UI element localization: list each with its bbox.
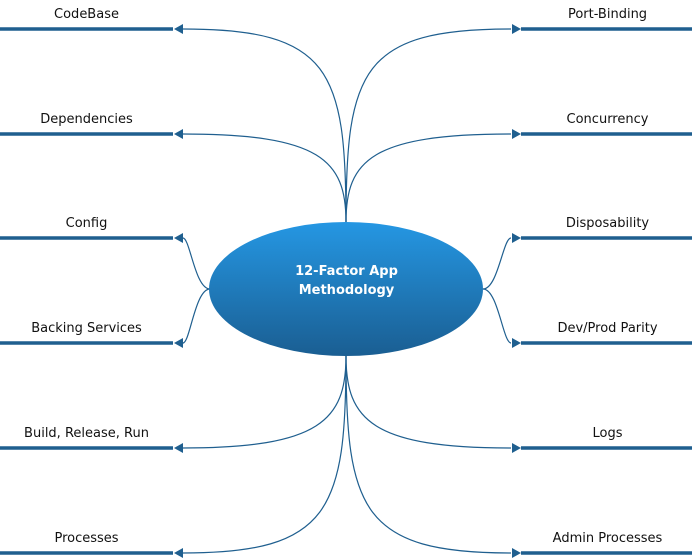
connector-curve bbox=[345, 355, 512, 554]
arrowhead-icon bbox=[512, 233, 521, 243]
connector-curve bbox=[182, 288, 211, 344]
factor-label-build-release-run: Build, Release, Run bbox=[24, 426, 149, 441]
connector-curve bbox=[182, 355, 347, 554]
arrowhead-icon bbox=[174, 233, 183, 243]
connector-curve bbox=[345, 133, 512, 223]
factor-label-disposability: Disposability bbox=[565, 216, 650, 231]
factor-label-config: Config bbox=[65, 216, 108, 231]
factor-label-admin-processes: Admin Processes bbox=[552, 531, 663, 546]
connector-curve bbox=[482, 237, 512, 290]
arrowhead-icon bbox=[174, 338, 183, 348]
factor-label-processes: Processes bbox=[54, 531, 119, 546]
connector-curve bbox=[182, 28, 347, 223]
connector-curve bbox=[182, 355, 347, 449]
factor-label-dependencies: Dependencies bbox=[40, 112, 133, 127]
arrowhead-icon bbox=[174, 443, 183, 453]
arrowhead-icon bbox=[512, 24, 521, 34]
arrowhead-icon bbox=[174, 548, 183, 558]
factor-label-logs: Logs bbox=[592, 426, 623, 441]
connector-curve bbox=[182, 133, 347, 223]
factor-label-codebase: CodeBase bbox=[54, 7, 119, 22]
connector-curve bbox=[482, 288, 512, 344]
central-node-label: 12-Factor App Methodology bbox=[210, 262, 483, 300]
factor-label-backing-services: Backing Services bbox=[31, 321, 142, 336]
central-title-line1: 12-Factor App bbox=[295, 264, 398, 279]
factor-label-port-binding: Port-Binding bbox=[567, 7, 648, 22]
arrowhead-icon bbox=[512, 443, 521, 453]
arrowhead-icon bbox=[512, 129, 521, 139]
arrowhead-icon bbox=[174, 129, 183, 139]
central-node bbox=[209, 222, 483, 356]
arrowhead-icon bbox=[512, 338, 521, 348]
central-title-line2: Methodology bbox=[298, 283, 395, 298]
arrowhead-icon bbox=[512, 548, 521, 558]
connector-curve bbox=[345, 355, 512, 449]
factor-label-dev-prod-parity: Dev/Prod Parity bbox=[557, 321, 658, 336]
connector-curve bbox=[345, 28, 512, 223]
arrowhead-icon bbox=[174, 24, 183, 34]
connector-curve bbox=[182, 237, 211, 290]
factor-label-concurrency: Concurrency bbox=[566, 112, 649, 127]
